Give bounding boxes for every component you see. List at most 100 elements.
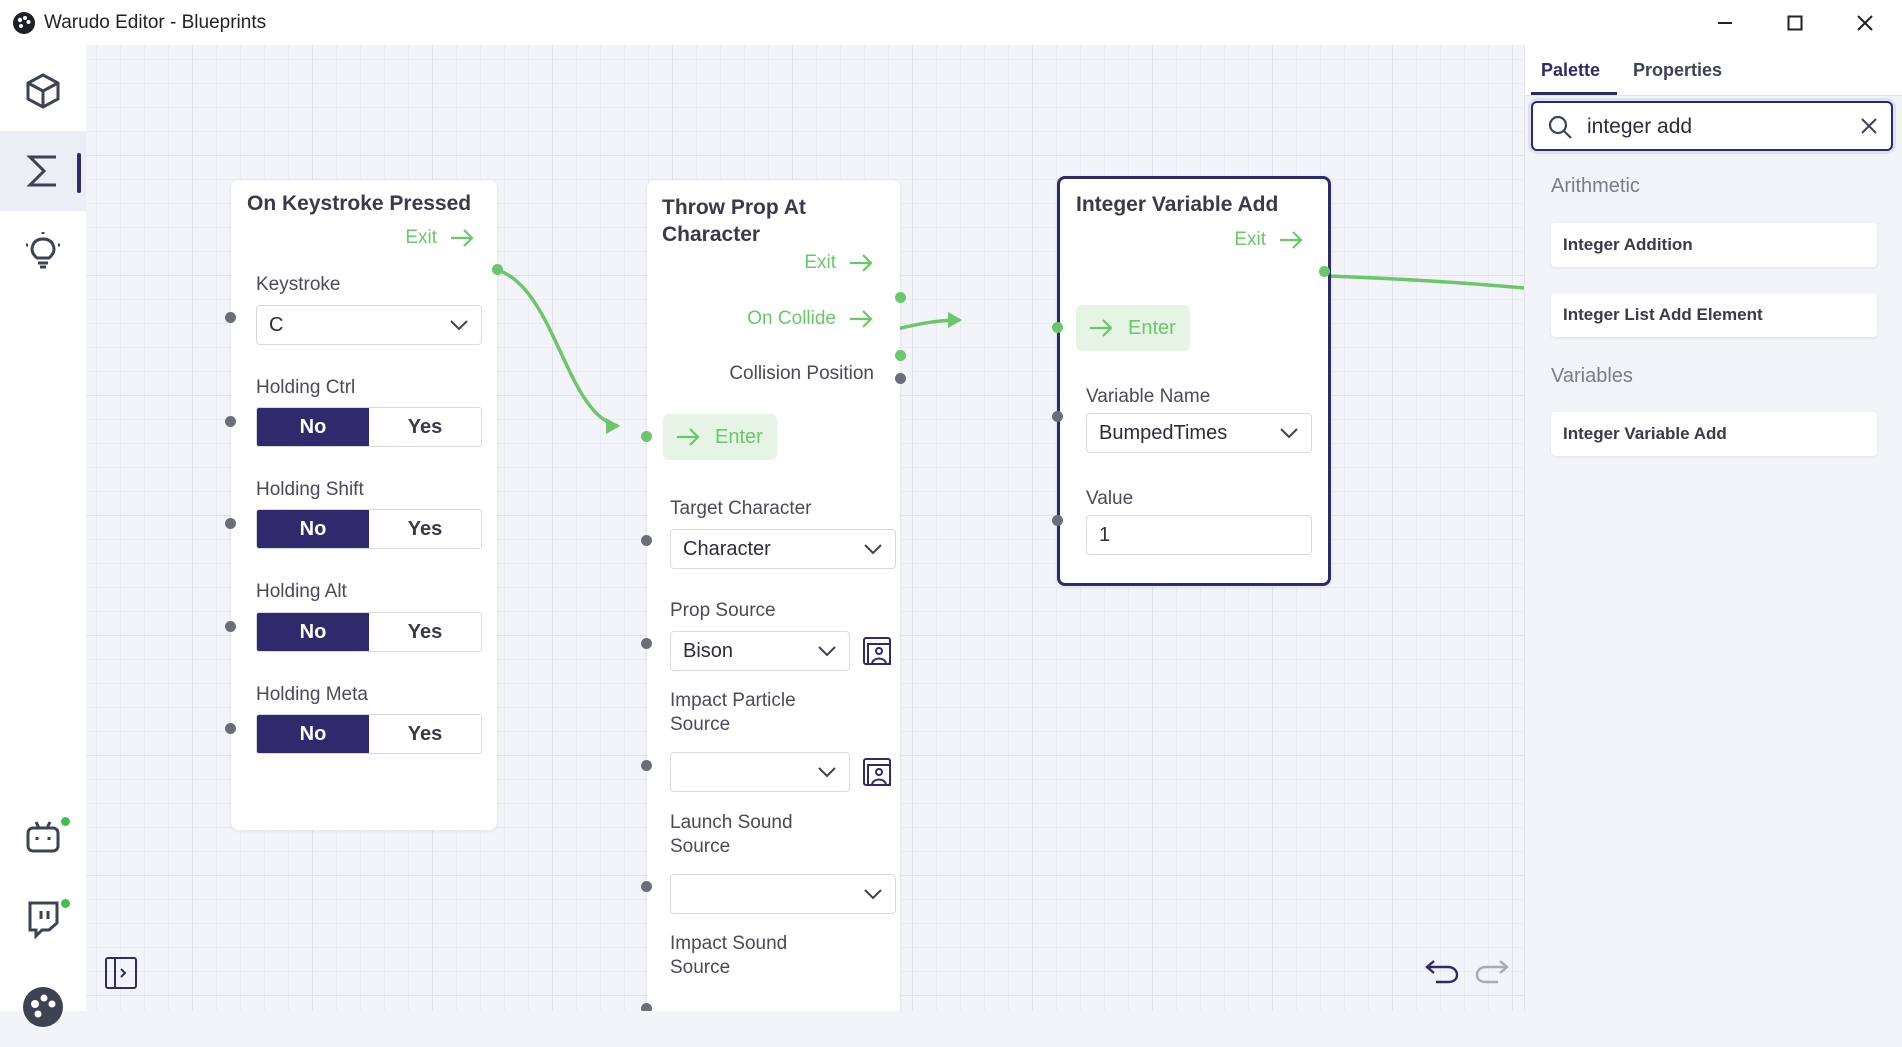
online-indicator [61,899,70,908]
maximize-button[interactable] [1760,0,1830,45]
cube-icon [26,73,60,109]
ideas-button[interactable] [0,211,86,291]
holding-meta-toggle[interactable]: No Yes [256,714,482,754]
on-collide-output[interactable]: On Collide [747,308,874,330]
bilibili-button[interactable] [0,797,86,877]
no-option[interactable]: No [257,715,369,753]
exit-label: Exit [804,252,836,273]
target-character-port[interactable] [641,535,652,546]
collision-position-label: Collision Position [729,363,874,384]
launch-sound-source-dropdown[interactable] [670,874,896,914]
exit-label: Exit [405,227,437,248]
chevron-down-icon [864,889,882,900]
no-option[interactable]: No [257,613,369,651]
prop-source-label: Prop Source [670,600,776,621]
keystroke-port[interactable] [225,312,236,323]
scene-button[interactable] [0,51,86,131]
yes-option[interactable]: Yes [369,715,481,753]
holding-shift-label: Holding Shift [256,479,364,500]
redo-icon[interactable] [1474,955,1510,985]
enter-label: Enter [715,425,763,448]
holding-alt-toggle[interactable]: No Yes [256,612,482,652]
node-throw-prop-at-character[interactable]: Throw Prop At Character Exit On Collide … [641,180,906,1011]
robot-icon [26,821,60,853]
node-title: Throw Prop At Character [662,196,806,246]
on-collide-port[interactable] [895,350,906,361]
wire-exit-to-enter [497,268,619,428]
variable-name-dropdown[interactable]: BumpedTimes [1086,413,1312,453]
image-picker-icon[interactable] [861,635,893,667]
settings-button[interactable] [0,967,86,1047]
value-label: Value [1086,488,1134,509]
window-title: Warudo Editor - Blueprints [44,11,267,33]
keystroke-value: C [269,313,284,336]
twitch-button[interactable] [0,879,86,959]
arrow-right-icon [850,254,873,272]
value-input[interactable]: 1 [1086,515,1312,555]
node-integer-variable-add[interactable]: Integer Variable Add Exit Enter Variable… [1052,176,1331,586]
exit-output[interactable]: Exit [804,252,874,274]
yes-option[interactable]: Yes [369,510,481,548]
exit-output[interactable]: Exit [405,227,475,249]
holding-shift-toggle[interactable]: No Yes [256,509,482,549]
blueprint-canvas[interactable]: On Keystroke Pressed Exit Keystroke C Ho… [86,45,1524,1011]
chevron-down-icon [818,646,836,657]
wire-arrow [606,418,620,434]
app-logo-icon [13,11,35,34]
exit-port[interactable] [1319,266,1330,277]
value-port[interactable] [1052,515,1063,526]
close-button[interactable] [1830,0,1900,45]
variable-name-port[interactable] [1052,411,1063,422]
holding-shift-port[interactable] [225,518,236,529]
yes-option[interactable]: Yes [369,408,481,446]
prop-source-port[interactable] [641,638,652,649]
tab-properties[interactable]: Properties [1633,59,1723,80]
exit-port[interactable] [492,264,503,275]
enter-port[interactable] [1052,322,1063,333]
collision-position-port[interactable] [895,373,906,384]
exit-output[interactable]: Exit [1234,229,1304,251]
keystroke-dropdown[interactable]: C [256,305,482,345]
minimize-button[interactable] [1690,0,1760,45]
toggle-panel-icon[interactable] [104,956,138,990]
chevron-down-icon [450,320,468,331]
palette-item-integer-addition[interactable]: Integer Addition [1551,223,1877,267]
blueprints-button[interactable] [0,131,86,211]
arrow-right-icon [850,310,873,328]
holding-ctrl-toggle[interactable]: No Yes [256,407,482,447]
close-icon [1857,14,1873,31]
arrow-right-icon [451,229,474,247]
target-character-dropdown[interactable]: Character [670,529,896,569]
search-input[interactable] [1585,111,1839,143]
tab-palette[interactable]: Palette [1541,59,1601,80]
yes-option[interactable]: Yes [369,613,481,651]
image-picker-icon[interactable] [861,756,893,788]
impact-sound-source-port[interactable] [641,1003,652,1011]
undo-icon[interactable] [1424,955,1460,985]
value-text: 1 [1099,523,1111,546]
wire-arrow [948,312,962,328]
variable-name-value: BumpedTimes [1099,421,1228,444]
no-option[interactable]: No [257,510,369,548]
chevron-down-icon [818,767,836,778]
impact-particle-source-port[interactable] [641,760,652,771]
palette-item-integer-variable-add[interactable]: Integer Variable Add [1551,412,1877,456]
no-option[interactable]: No [257,408,369,446]
enter-port[interactable] [641,431,652,442]
enter-input[interactable]: Enter [1076,305,1190,351]
exit-port[interactable] [895,292,906,303]
clear-search-icon[interactable] [1859,116,1879,136]
palette-item-integer-list-add-element[interactable]: Integer List Add Element [1551,293,1877,337]
holding-ctrl-port[interactable] [225,416,236,427]
palette-search[interactable] [1531,101,1893,151]
prop-source-dropdown[interactable]: Bison [670,631,850,671]
node-on-keystroke-pressed[interactable]: On Keystroke Pressed Exit Keystroke C Ho… [225,180,503,830]
enter-input[interactable]: Enter [663,414,777,460]
launch-sound-source-port[interactable] [641,881,652,892]
holding-meta-port[interactable] [225,723,236,734]
holding-alt-port[interactable] [225,621,236,632]
palette-logo-icon [23,987,63,1027]
arrow-right-icon [1280,231,1303,249]
node-title: Integer Variable Add [1076,193,1279,216]
impact-particle-source-dropdown[interactable] [670,752,850,792]
